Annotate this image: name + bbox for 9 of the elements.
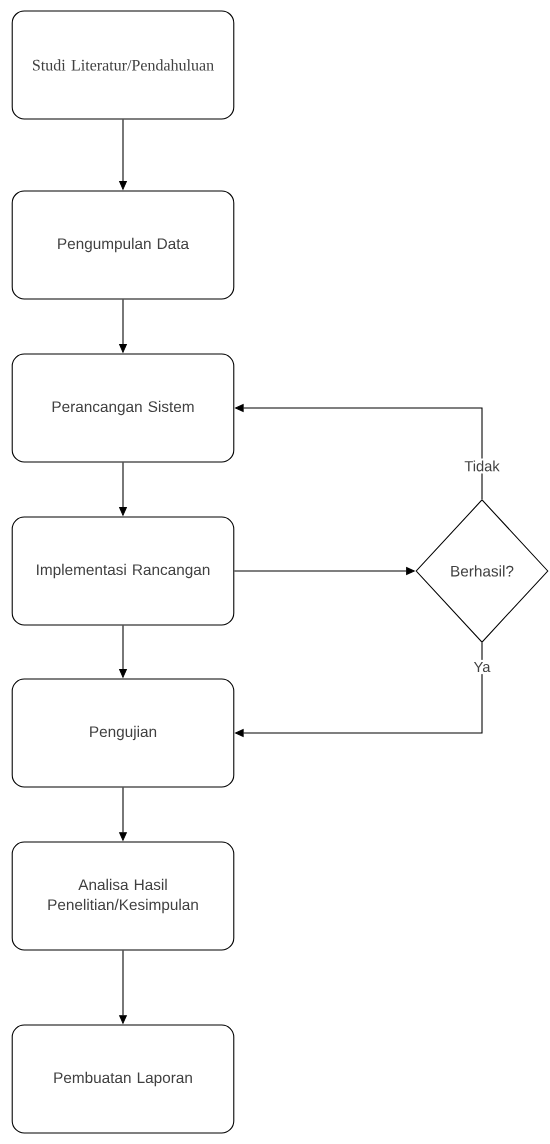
edge-label: Tidak <box>462 458 502 474</box>
process-box: Pengujian <box>11 678 235 788</box>
edge-label: Ya <box>471 659 493 675</box>
process-box: Analisa Hasil Penelitian/Kesimpulan <box>11 841 235 951</box>
process-box: Studi Literatur/Pendahuluan <box>11 10 235 120</box>
process-box: Perancangan Sistem <box>11 353 235 463</box>
process-box: Implementasi Rancangan <box>11 516 235 626</box>
process-box: Pembuatan Laporan <box>11 1024 235 1134</box>
process-box: Pengumpulan Data <box>11 190 235 300</box>
